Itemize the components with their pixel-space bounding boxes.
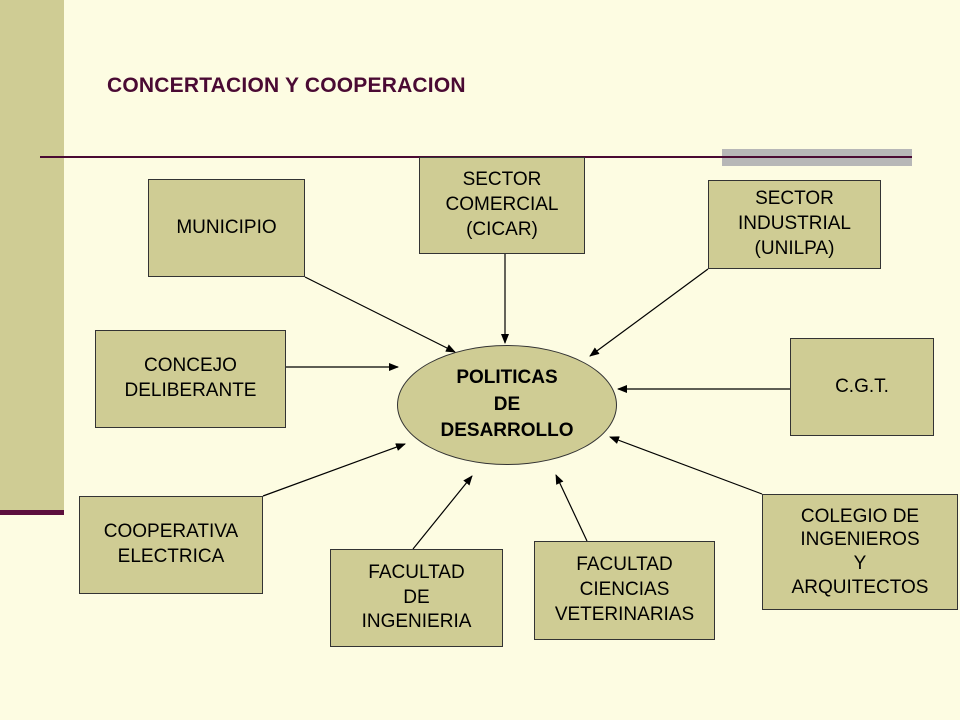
- center-politicas-desarrollo: POLITICAS DE DESARROLLO: [397, 345, 617, 465]
- node-colegio-ingenieros: COLEGIO DE INGENIEROS Y ARQUITECTOS: [762, 494, 958, 610]
- node-sector-comercial: SECTOR COMERCIAL (CICAR): [419, 157, 585, 254]
- node-facultad-veterinarias: FACULTAD CIENCIAS VETERINARIAS: [534, 541, 715, 640]
- title-rule-accent-line: [722, 156, 912, 158]
- node-cooperativa-electrica: COOPERATIVA ELECTRICA: [79, 496, 263, 594]
- arrow-sector-industrial: [589, 268, 709, 357]
- node-facultad-ingenieria: FACULTAD DE INGENIERIA: [330, 549, 503, 647]
- node-sector-industrial: SECTOR INDUSTRIAL (UNILPA): [708, 180, 881, 269]
- arrow-cooperativa: [262, 443, 406, 497]
- arrow-facultad-veterinarias: [555, 474, 588, 542]
- node-concejo-deliberante: CONCEJO DELIBERANTE: [95, 330, 286, 428]
- left-decorative-bar: [0, 0, 64, 512]
- arrow-facultad-ingenieria: [412, 475, 473, 550]
- arrow-colegio: [609, 436, 763, 495]
- node-cgt: C.G.T.: [790, 338, 934, 436]
- slide-title: CONCERTACION Y COOPERACION: [107, 74, 466, 97]
- left-accent-line: [0, 510, 64, 515]
- node-municipio: MUNICIPIO: [148, 179, 305, 277]
- arrow-municipio: [304, 276, 456, 353]
